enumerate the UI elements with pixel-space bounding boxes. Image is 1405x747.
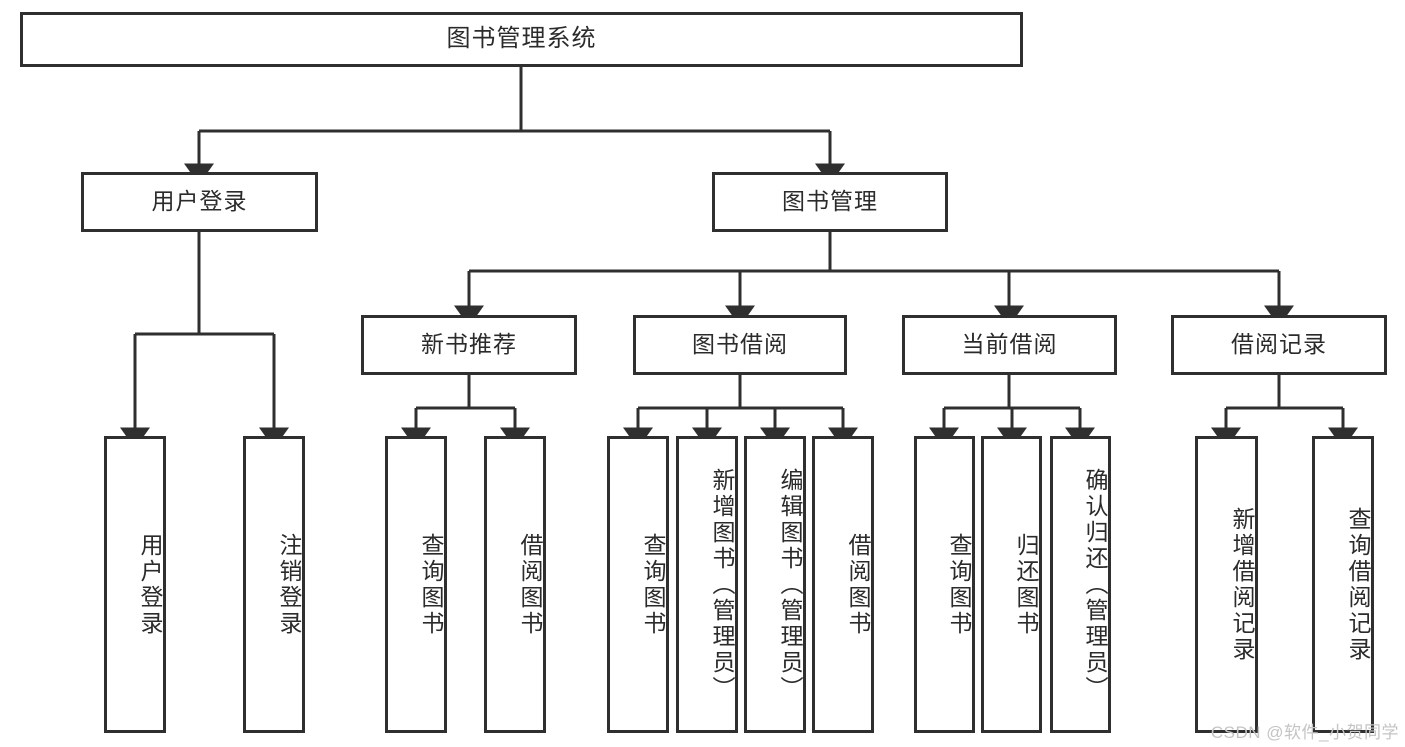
leaf-current-borrow-confirm[interactable]: 确认归还（管理员） [1050,436,1111,733]
leaf-label: 查询图书 [640,532,666,637]
node-book-borrow-label: 图书借阅 [692,331,788,358]
leaf-book-borrow-borrow[interactable]: 借阅图书 [812,436,874,733]
leaf-book-borrow-edit[interactable]: 编辑图书（管理员） [744,436,806,733]
leaf-user-login-login[interactable]: 用户登录 [104,436,166,733]
leaf-current-borrow-return[interactable]: 归还图书 [981,436,1042,733]
leaf-label: 借阅图书 [517,532,543,637]
leaf-label: 注销登录 [276,532,302,637]
leaf-label: 新增借阅记录 [1229,506,1255,663]
node-current-borrow-label: 当前借阅 [961,331,1058,358]
node-new-book-recommend[interactable]: 新书推荐 [361,315,577,375]
leaf-label: 查询借阅记录 [1345,506,1371,663]
leaf-user-login-logout[interactable]: 注销登录 [243,436,305,733]
node-root[interactable]: 图书管理系统 [20,12,1023,67]
node-user-login[interactable]: 用户登录 [81,172,318,232]
node-borrow-record[interactable]: 借阅记录 [1171,315,1387,375]
leaf-new-book-borrow[interactable]: 借阅图书 [484,436,546,733]
node-user-login-label: 用户登录 [151,188,248,215]
node-book-management-label: 图书管理 [782,188,878,215]
leaf-label: 新增图书（管理员） [709,467,735,702]
leaf-new-book-query[interactable]: 查询图书 [385,436,447,733]
node-new-book-recommend-label: 新书推荐 [421,331,517,358]
node-book-management[interactable]: 图书管理 [712,172,948,232]
csdn-watermark: CSDN @软件_小贺同学 [1210,723,1399,742]
node-current-borrow[interactable]: 当前借阅 [902,315,1117,375]
node-borrow-record-label: 借阅记录 [1231,331,1327,358]
leaf-label: 编辑图书（管理员） [777,467,803,702]
leaf-label: 用户登录 [137,532,163,637]
leaf-label: 归还图书 [1013,532,1039,637]
leaf-label: 查询图书 [418,532,444,637]
leaf-current-borrow-query[interactable]: 查询图书 [914,436,975,733]
leaf-book-borrow-add[interactable]: 新增图书（管理员） [676,436,738,733]
node-book-borrow[interactable]: 图书借阅 [633,315,847,375]
leaf-label: 确认归还（管理员） [1082,467,1108,702]
leaf-borrow-record-query[interactable]: 查询借阅记录 [1312,436,1374,733]
node-root-label: 图书管理系统 [446,25,597,53]
leaf-book-borrow-query[interactable]: 查询图书 [607,436,669,733]
leaf-label: 查询图书 [946,532,972,637]
leaf-label: 借阅图书 [845,532,871,637]
leaf-borrow-record-add[interactable]: 新增借阅记录 [1195,436,1258,733]
